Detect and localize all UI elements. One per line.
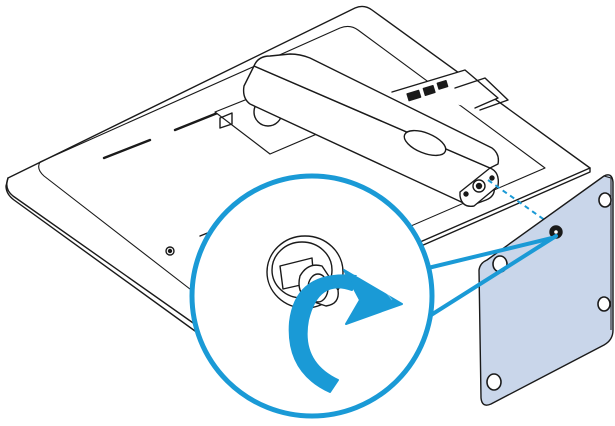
- base-plate: [479, 175, 613, 405]
- callout-circle: [192, 176, 432, 416]
